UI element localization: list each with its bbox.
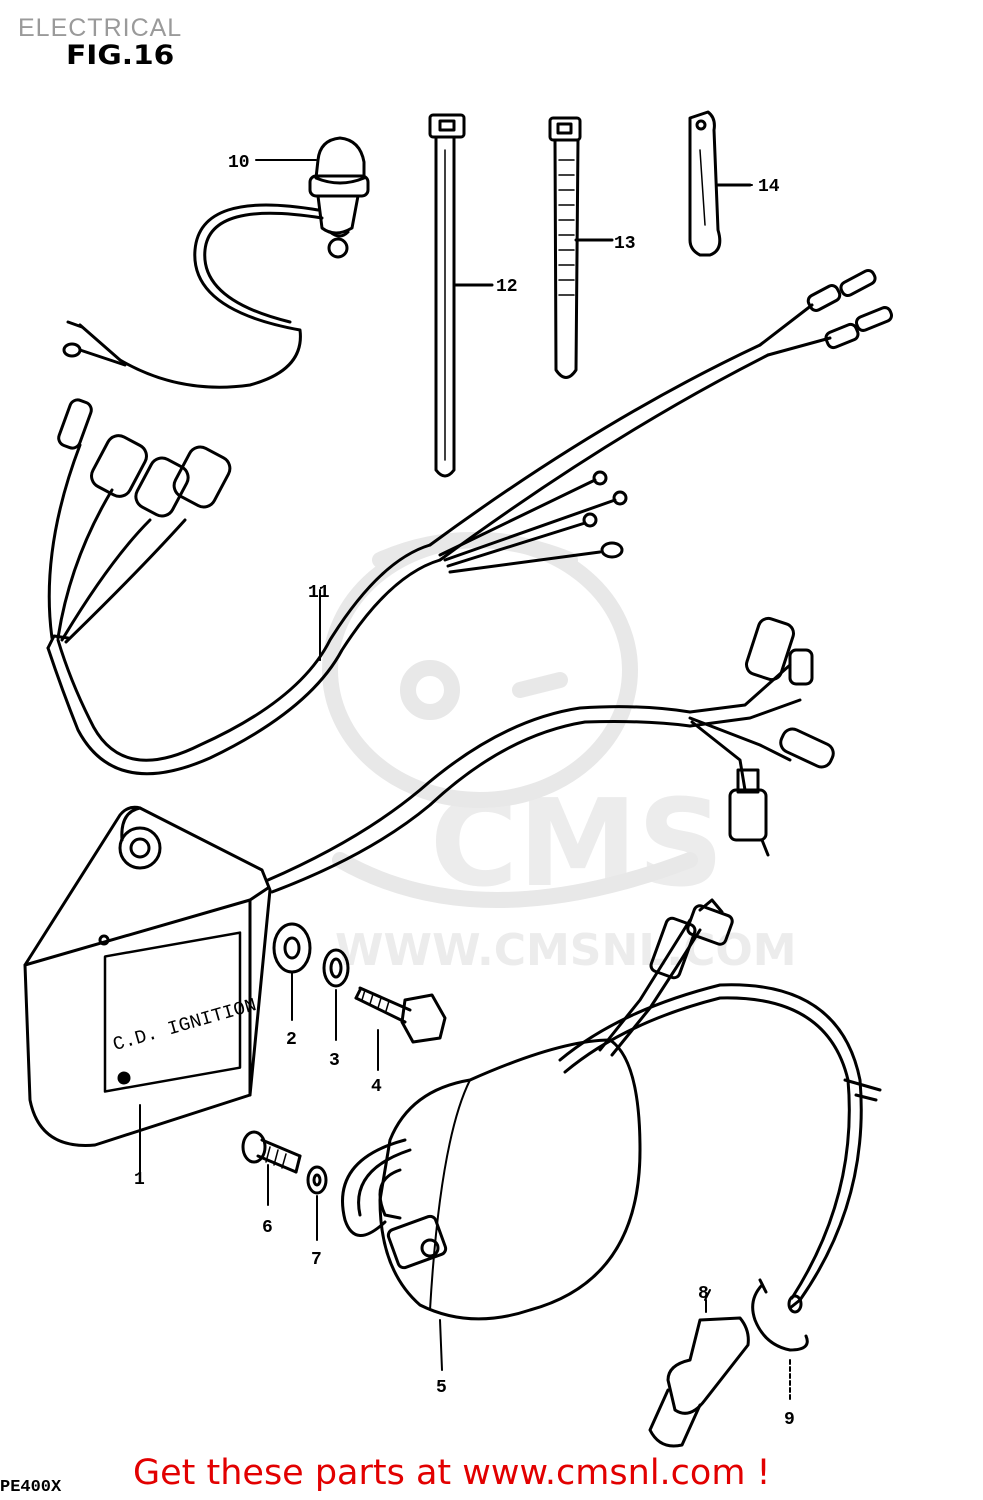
part-8-plug-cap — [648, 1289, 750, 1448]
part-14-clamp — [688, 110, 752, 257]
model-code: PE400X — [0, 1478, 62, 1497]
part-9-clip — [751, 1278, 809, 1401]
promo-link[interactable]: Get these parts at www.cmsnl.com ! — [133, 1453, 771, 1493]
section-title: ELECTRICAL — [18, 14, 183, 42]
label-part-3: 3 — [329, 1051, 340, 1071]
leader-lines — [255, 159, 753, 661]
label-part-6: 6 — [262, 1218, 273, 1238]
label-part-8: 8 — [698, 1284, 709, 1304]
part-10-switch — [62, 136, 370, 389]
part-12-cable-tie — [428, 113, 494, 478]
watermark-url: WWW.CMSNL.COM — [335, 925, 797, 976]
label-part-5: 5 — [436, 1378, 447, 1398]
part-6-screw — [241, 1130, 302, 1206]
part-13-cable-tie — [548, 116, 614, 379]
part-4-bolt — [354, 986, 447, 1071]
label-part-12: 12 — [496, 277, 518, 297]
cdi-box-label: C.D. IGNITION — [110, 994, 259, 1056]
label-part-14: 14 — [758, 177, 780, 197]
part-2-washer — [272, 922, 312, 1021]
label-part-4: 4 — [371, 1077, 382, 1097]
label-part-9: 9 — [784, 1410, 795, 1430]
part-11-wiring-harness — [46, 268, 894, 894]
label-part-1: 1 — [134, 1170, 145, 1190]
label-part-13: 13 — [614, 234, 636, 254]
figure-label: FIG.16 — [66, 40, 175, 71]
label-part-2: 2 — [286, 1030, 297, 1050]
part-3-lock-washer — [322, 948, 350, 1041]
label-part-10: 10 — [228, 153, 250, 173]
part-1-cdi-unit — [23, 805, 272, 1181]
label-part-11: 11 — [308, 583, 330, 603]
watermark-mascot — [322, 532, 698, 908]
part-7-washer — [306, 1165, 328, 1241]
part-5-ignition-coil — [341, 898, 882, 1371]
label-part-7: 7 — [311, 1250, 322, 1270]
